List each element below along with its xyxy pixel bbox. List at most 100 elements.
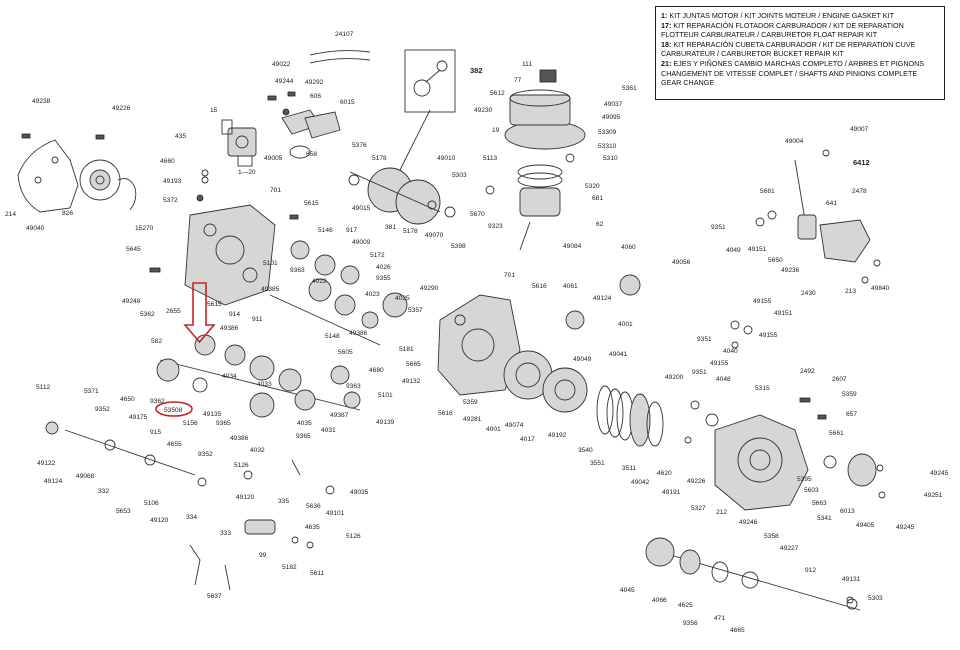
part-number-label: 49070: [425, 232, 444, 239]
part-number-label: 49015: [352, 205, 371, 212]
part-number-label: 5661: [760, 188, 775, 195]
part-number-label: 4025: [395, 295, 410, 302]
part-number-label: 4026: [376, 264, 391, 271]
part-number-label: 5361: [622, 85, 637, 92]
shift-drum-part: [189, 459, 301, 591]
part-number-label: 62: [596, 221, 604, 228]
part-number-label: 917: [346, 227, 357, 234]
part-number-label: 914: [229, 311, 240, 318]
part-number-label: 5605: [338, 349, 353, 356]
left-crankcase-part: [184, 204, 276, 306]
part-number-label: 5303: [868, 595, 883, 602]
gearbox-shaft-lower: [156, 334, 361, 418]
small-hardware: [21, 133, 886, 604]
part-number-label: 6013: [840, 508, 855, 515]
kickstart-shaft-part: [645, 537, 861, 611]
gear-4060-part: [619, 274, 641, 296]
part-number-label: 4033: [257, 381, 272, 388]
part-number-label: 5661: [829, 430, 844, 437]
part-number-label: 49245: [930, 470, 949, 477]
part-number-label: 5637: [207, 593, 222, 600]
part-number-label: 49056: [672, 259, 691, 266]
part-number-label: 5146: [318, 227, 333, 234]
part-number-label: 5113: [483, 155, 498, 162]
part-number-label: 4660: [160, 158, 175, 165]
part-number-label: 49124: [593, 295, 612, 302]
part-number-label: 4001: [486, 426, 501, 433]
part-number-label: 49035: [350, 489, 369, 496]
highlighted-part-label: 53508: [164, 407, 183, 414]
part-number-label: 49155: [759, 332, 778, 339]
shift-shaft-part: [45, 421, 196, 476]
part-number-label: 49191: [662, 489, 681, 496]
part-number-label: 49227: [780, 545, 799, 552]
part-number-label: 49120: [150, 517, 169, 524]
part-number-label: 5663: [812, 500, 827, 507]
part-number-label: 4625: [678, 602, 693, 609]
part-number-label: 24107: [335, 31, 354, 38]
part-number-label: 49281: [463, 416, 482, 423]
legend-entry: 18: KIT REPARACIÓN CUBETA CARBURADOR / K…: [661, 39, 916, 59]
part-number-label: 9351: [692, 369, 707, 376]
part-number-label: 49042: [631, 479, 650, 486]
part-number-label: 49238: [32, 98, 51, 105]
part-number-label: 915: [150, 429, 161, 436]
part-number-label: 5653: [116, 508, 131, 515]
pump-cover-part: [794, 159, 871, 263]
part-number-label: 49120: [236, 494, 255, 501]
part-number-label: 49041: [609, 351, 628, 358]
part-number-label: 5156: [183, 420, 198, 427]
part-number-label: 471: [714, 615, 725, 622]
part-number-label: 4022: [312, 278, 327, 285]
part-number-label: 53310: [598, 143, 617, 150]
part-number-label: 49155: [710, 360, 729, 367]
part-number-label: 4060: [621, 244, 636, 251]
part-number-label: 5615: [207, 301, 222, 308]
part-number-label: 4665: [730, 627, 745, 634]
part-number-label: 49405: [856, 522, 875, 529]
part-number-label: 9365: [296, 433, 311, 440]
part-number-label: 4045: [620, 587, 635, 594]
part-number-label: 49226: [112, 105, 131, 112]
part-number-label: 9365: [216, 420, 231, 427]
part-number-label: 4061: [563, 283, 578, 290]
legend-entry: 17: KIT REPARACIÓN FLOTADOR CARBURADOR /…: [661, 20, 904, 40]
part-number-label: 49386: [349, 330, 368, 337]
part-number-label: 5310: [603, 155, 618, 162]
part-number-label: 4034: [222, 373, 237, 380]
part-number-label: 4001: [618, 321, 633, 328]
part-number-label: 5616: [532, 283, 547, 290]
part-number-label: 9352: [198, 451, 213, 458]
clutch-cover-part: [714, 414, 809, 511]
part-number-label: 382: [470, 66, 483, 75]
part-number-label: 5341: [817, 515, 832, 522]
part-number-label: 49022: [272, 61, 291, 68]
gear-4061-part: [565, 310, 585, 330]
part-number-label: 5395: [797, 476, 812, 483]
part-number-label: 49122: [37, 460, 56, 467]
part-number-label: 5357: [408, 307, 423, 314]
part-number-label: 5612: [490, 90, 505, 97]
part-number-label: 6015: [340, 99, 355, 106]
part-number-label: 4048: [716, 376, 731, 383]
part-number-label: 49068: [76, 473, 95, 480]
part-number-label: 49292: [305, 79, 324, 86]
part-number-label: 49192: [548, 432, 567, 439]
part-number-label: 3540: [578, 447, 593, 454]
part-number-label: 4635: [305, 524, 320, 531]
part-number-label: 4040: [723, 348, 738, 355]
part-number-label: 5670: [470, 211, 485, 218]
part-number-label: 214: [5, 211, 16, 218]
part-number-label: 9363: [346, 383, 361, 390]
piston-part: [517, 164, 563, 251]
part-number-label: 49084: [563, 243, 582, 250]
part-number-label: 5376: [352, 142, 367, 149]
kit-legend-box: 1: KIT JUNTAS MOTOR / KIT JOINTS MOTEUR …: [655, 6, 945, 100]
intake-manifold-part: [281, 109, 341, 159]
part-number-label: 657: [846, 411, 857, 418]
part-number-label: 9355: [376, 275, 391, 282]
part-number-label: 49236: [781, 267, 800, 274]
part-number-label: 49040: [26, 225, 45, 232]
part-number-label: 49226: [687, 478, 706, 485]
part-number-label: 5182: [282, 564, 297, 571]
